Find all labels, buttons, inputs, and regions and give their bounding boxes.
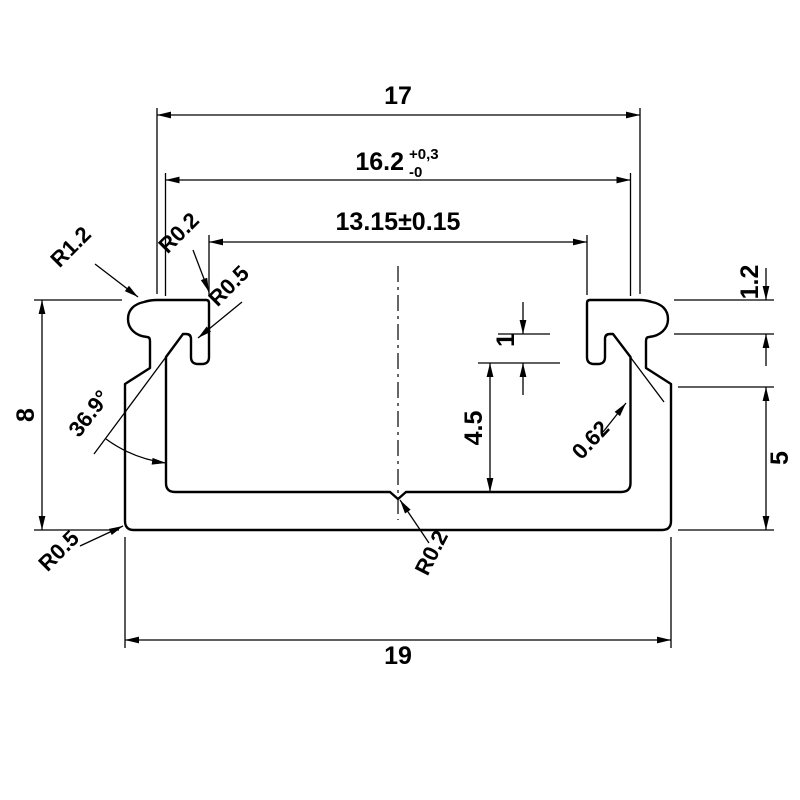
- slope-extension-right: [612, 333, 665, 403]
- angle-arc: [105, 438, 167, 465]
- dim-inner-width-tol-minus: -0: [409, 164, 422, 181]
- extension-lines: [34, 108, 774, 648]
- leader-slope-thickness: [602, 402, 627, 433]
- dim-height-label: 8: [12, 408, 40, 422]
- dim-opening-width-label: 13.15±0.15: [336, 208, 461, 236]
- leader-r-top-left: [94, 263, 139, 298]
- dimension-lines: [38, 111, 770, 644]
- dim-wall-height-label: 5: [766, 451, 794, 465]
- profile-geometry: [123, 266, 673, 532]
- leader-lines: [79, 249, 665, 547]
- dim-hook-depth-label: 1: [492, 333, 520, 347]
- leader-r-floor-notch: [399, 499, 430, 544]
- slope-extension-left: [93, 333, 184, 455]
- dim-inner-width-value: 16.2: [355, 148, 404, 176]
- dim-lip-thickness-label: 1.2: [736, 265, 764, 300]
- dim-top-width-label: 17: [384, 82, 412, 110]
- dim-bottom-width-label: 19: [384, 642, 412, 670]
- dim-inner-width-tol-plus: +0,3: [409, 146, 439, 163]
- dim-cavity-depth-label: 4.5: [460, 411, 488, 446]
- profile-outline: [123, 298, 673, 532]
- leader-r-hook: [197, 301, 243, 339]
- leader-r-lip-tip: [192, 249, 210, 293]
- leader-r-bottom-corner: [79, 525, 124, 547]
